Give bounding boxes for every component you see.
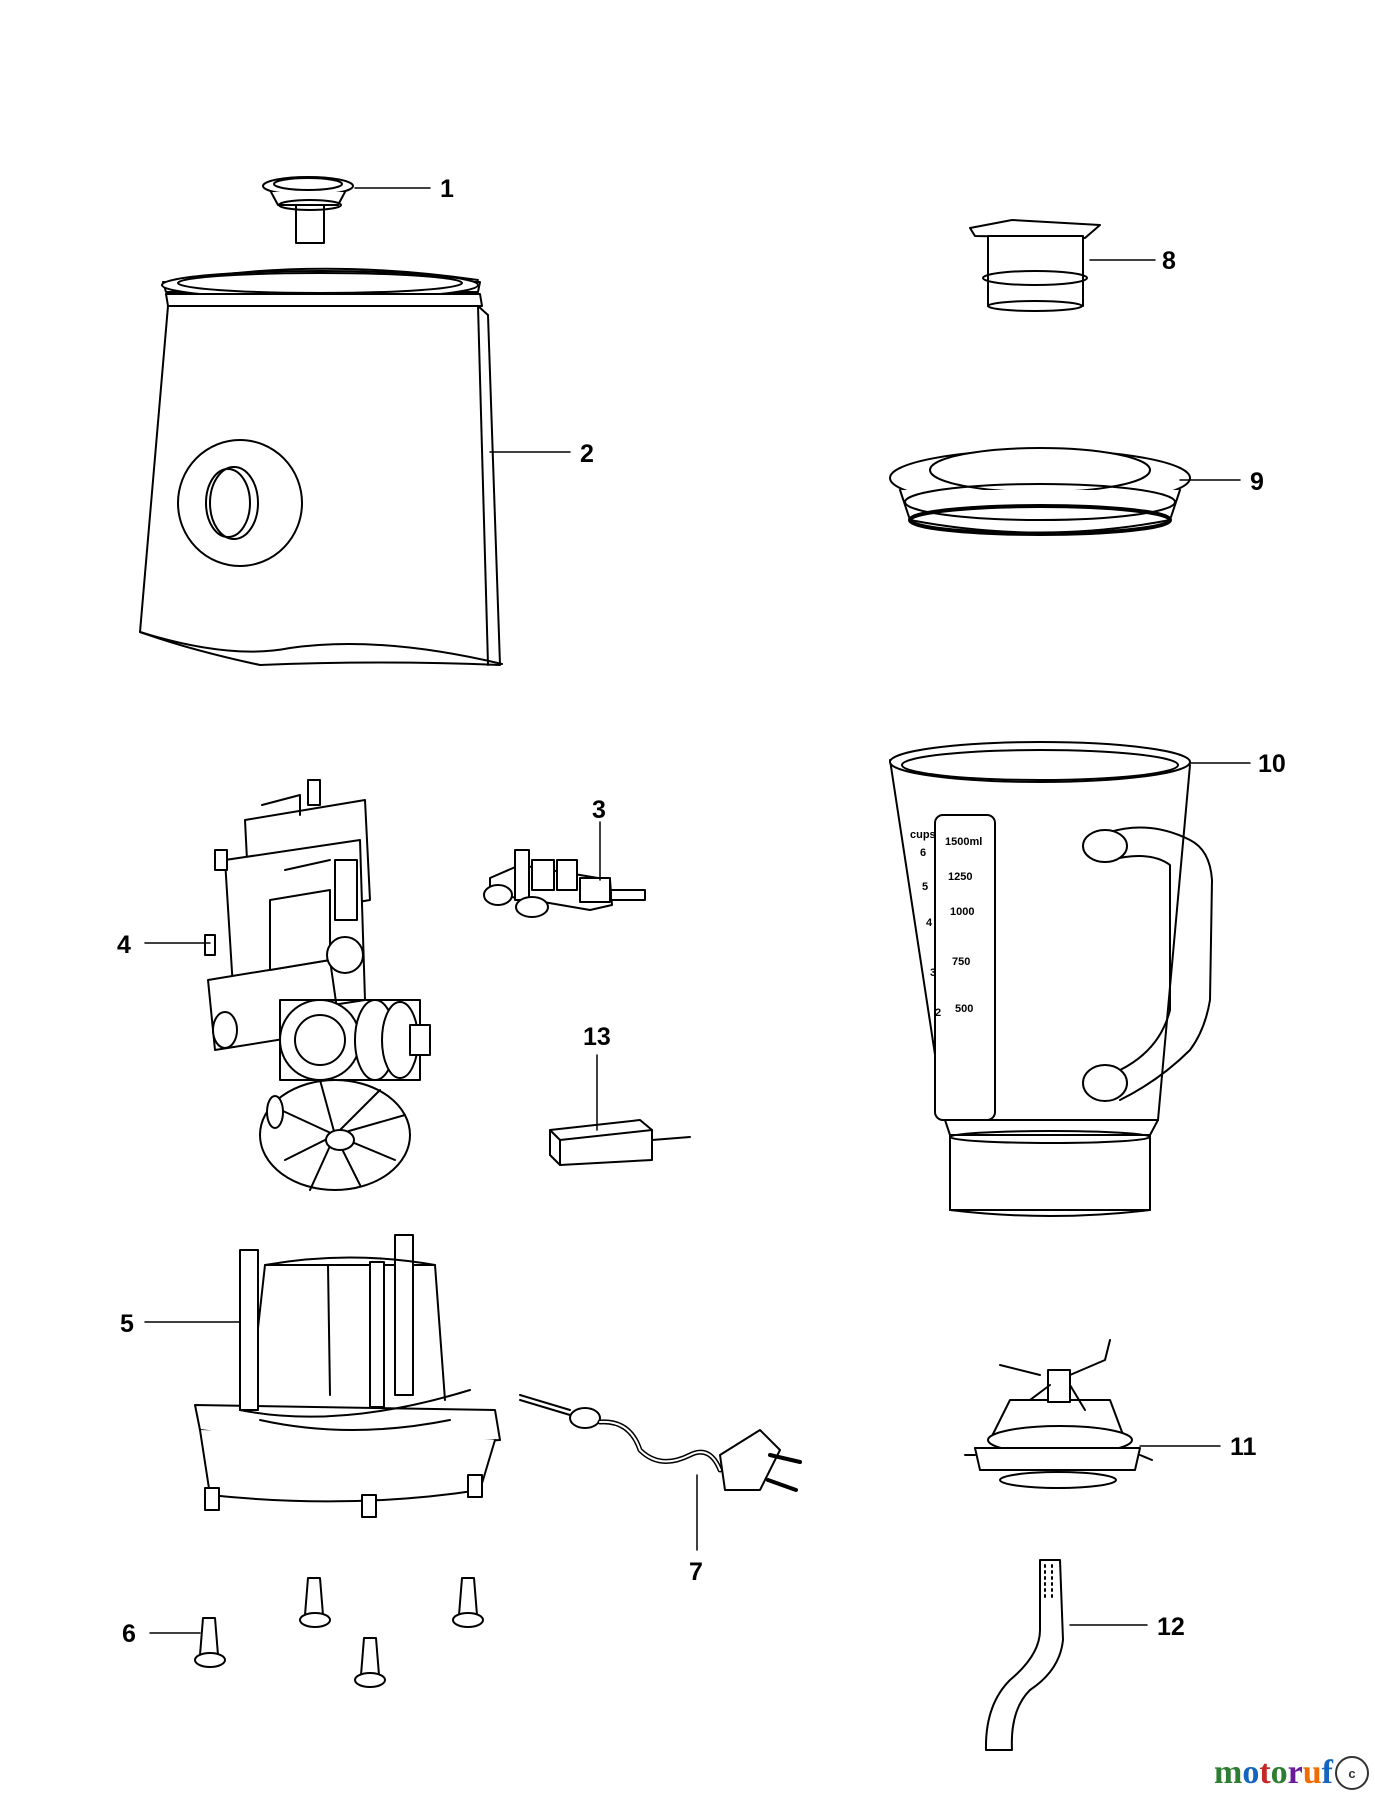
callout-5: 5 (120, 1310, 134, 1338)
graduation-header-cups: cups (910, 829, 936, 841)
part-5-base (194, 1234, 501, 1518)
callout-numbers: 1 2 3 4 5 6 7 8 9 10 11 12 13 (117, 175, 1286, 1648)
watermark-seal-icon: c (1335, 1756, 1369, 1790)
graduation-header-ml: 1500ml (945, 836, 982, 848)
callout-13: 13 (583, 1023, 611, 1051)
callout-9: 9 (1250, 468, 1264, 496)
graduation-cups-6: 6 (920, 847, 926, 859)
part-3-switch (483, 849, 646, 918)
watermark-letter: o (1270, 1754, 1288, 1791)
callout-10: 10 (1258, 750, 1286, 778)
watermark-letter: u (1302, 1754, 1322, 1791)
callout-3: 3 (592, 796, 606, 824)
part-1-lid-cap (262, 176, 354, 244)
part-2-housing-cover (139, 267, 503, 666)
jug-graduation-scale: cups 1500ml 6 5 1250 4 1000 3 750 2 500 (910, 829, 982, 1019)
watermark-letter: t (1259, 1754, 1271, 1791)
callout-11: 11 (1230, 1433, 1257, 1461)
watermark-letter: r (1287, 1754, 1303, 1791)
callout-12: 12 (1157, 1613, 1185, 1641)
graduation-cups-3: 3 (930, 967, 936, 979)
part-10-jug (889, 741, 1213, 1217)
graduation-cups-2: 2 (935, 1007, 941, 1019)
graduation-cups-5: 5 (922, 881, 928, 893)
part-7-power-cord (519, 1394, 802, 1492)
graduation-cups-4: 4 (926, 917, 933, 929)
part-13-capacitor (549, 1119, 691, 1166)
graduation-ml-500: 500 (955, 1003, 973, 1015)
callout-4: 4 (117, 931, 131, 959)
leader-lines (144, 187, 1251, 1634)
part-8-measuring-cap (969, 219, 1101, 312)
callout-6: 6 (122, 1620, 136, 1648)
watermark-letter: o (1242, 1754, 1260, 1791)
graduation-ml-1000: 1000 (950, 906, 974, 918)
watermark-letter: m (1214, 1754, 1243, 1791)
part-12-spatula (984, 1559, 1064, 1751)
part-4-motor (204, 779, 431, 1191)
graduation-ml-1250: 1250 (948, 871, 972, 883)
callout-1: 1 (440, 175, 454, 203)
callout-7: 7 (689, 1558, 703, 1586)
watermark-letter: f (1321, 1754, 1333, 1791)
callout-8: 8 (1162, 247, 1176, 275)
watermark-logo: m o t o r u f c (1214, 1754, 1369, 1792)
part-6-feet (194, 1577, 484, 1688)
callout-2: 2 (580, 440, 594, 468)
part-11-blade-assembly (964, 1339, 1153, 1489)
graduation-ml-750: 750 (952, 956, 970, 968)
part-9-jug-lid (889, 447, 1191, 536)
